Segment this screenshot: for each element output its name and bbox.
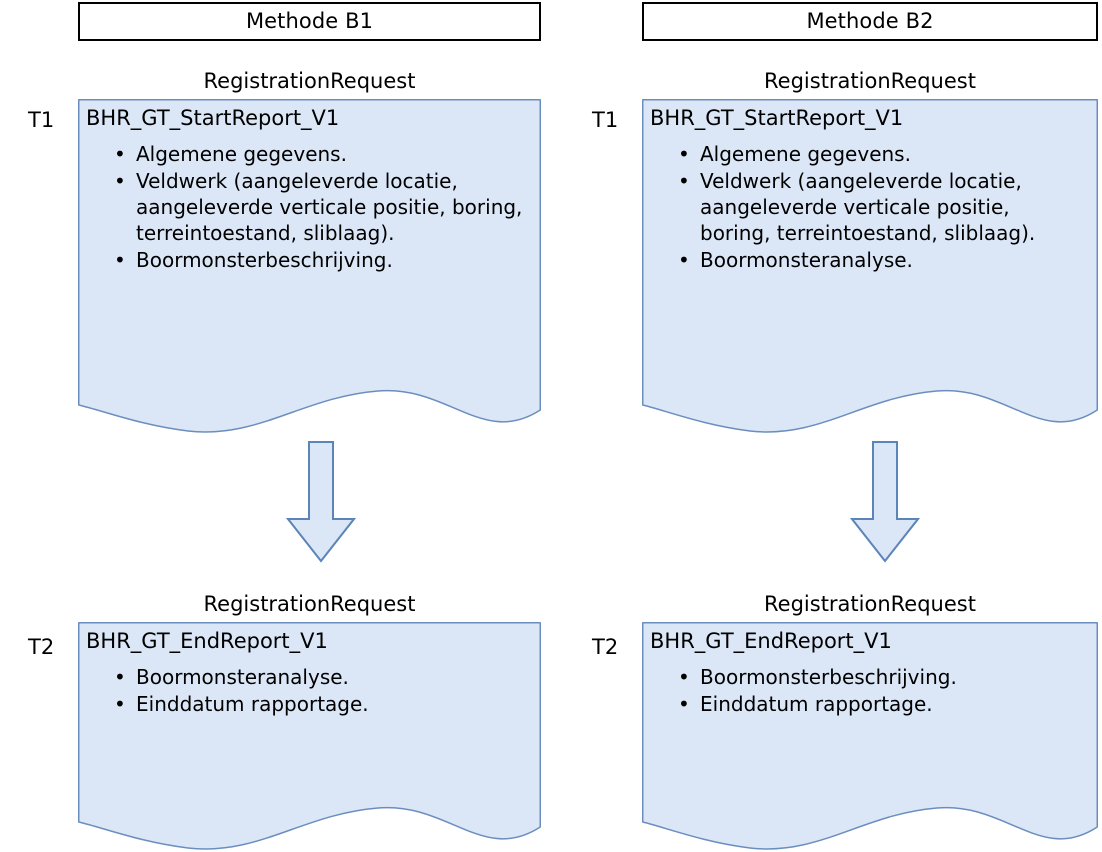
bullet-icon: • xyxy=(678,691,690,716)
list-item-text: Veldwerk (aangeleverde locatie, aangelev… xyxy=(700,168,1036,245)
caption-b1-t1: RegistrationRequest xyxy=(203,69,416,93)
bullet-icon: • xyxy=(678,168,690,193)
document-content: BHR_GT_EndReport_V1 • Boormonsterbeschri… xyxy=(642,622,1098,718)
bullet-list-b1-t2: • Boormonsteranalyse. • Einddatum rappor… xyxy=(78,664,541,717)
time-label-b1-t1: T1 xyxy=(28,108,55,132)
list-item-text: Boormonsteranalyse. xyxy=(700,247,913,272)
list-item-text: Einddatum rapportage. xyxy=(700,691,933,716)
document-content: BHR_GT_StartReport_V1 • Algemene gegeven… xyxy=(642,99,1098,274)
method-header-b1: Methode B1 xyxy=(78,2,541,41)
document-shape-outline xyxy=(78,622,541,850)
caption-b2-t1: RegistrationRequest xyxy=(764,69,976,93)
document-shape-b1-t1: BHR_GT_StartReport_V1 • Algemene gegeven… xyxy=(78,99,541,433)
bullet-icon: • xyxy=(678,664,690,689)
list-item: • Boormonsteranalyse. xyxy=(114,664,527,690)
list-item: • Veldwerk (aangeleverde locatie, aangel… xyxy=(678,168,1084,246)
time-label-b2-t1: T1 xyxy=(592,108,619,132)
bullet-icon: • xyxy=(114,691,126,716)
document-title-b2-t1: BHR_GT_StartReport_V1 xyxy=(650,106,904,130)
document-title-b1-t1: BHR_GT_StartReport_V1 xyxy=(86,106,340,130)
document-shape-b1-t2: BHR_GT_EndReport_V1 • Boormonsteranalyse… xyxy=(78,622,541,852)
time-label-b1-t2: T2 xyxy=(28,635,55,659)
document-title-b2-t2: BHR_GT_EndReport_V1 xyxy=(650,629,892,653)
bullet-icon: • xyxy=(114,247,126,272)
list-item: • Einddatum rapportage. xyxy=(678,691,1084,717)
document-shape-outline xyxy=(642,99,1098,433)
flow-arrow-b1-t1-to-t2 xyxy=(286,441,356,563)
document-shape-b2-t1: BHR_GT_StartReport_V1 • Algemene gegeven… xyxy=(642,99,1098,433)
bullet-icon: • xyxy=(678,141,690,166)
bullet-icon: • xyxy=(114,664,126,689)
list-item-text: Algemene gegevens. xyxy=(700,141,911,166)
list-item-text: Algemene gegevens. xyxy=(136,141,347,166)
method-header-b1-label: Methode B1 xyxy=(245,9,374,33)
list-item: • Algemene gegevens. xyxy=(678,141,1084,167)
caption-b2-t2: RegistrationRequest xyxy=(764,592,976,616)
list-item-text: Boormonsteranalyse. xyxy=(136,664,349,689)
bullet-list-b2-t2: • Boormonsterbeschrijving. • Einddatum r… xyxy=(642,664,1098,717)
bullet-icon: • xyxy=(678,247,690,272)
bullet-list-b1-t1: • Algemene gegevens. • Veldwerk (aangele… xyxy=(78,141,541,273)
list-item-text: Veldwerk (aangeleverde locatie, aangelev… xyxy=(136,168,523,245)
bullet-icon: • xyxy=(114,141,126,166)
list-item-text: Einddatum rapportage. xyxy=(136,691,369,716)
list-item: • Boormonsteranalyse. xyxy=(678,247,1084,273)
document-title-b1-t2: BHR_GT_EndReport_V1 xyxy=(86,629,328,653)
bullet-list-b2-t1: • Algemene gegevens. • Veldwerk (aangele… xyxy=(642,141,1098,273)
time-label-b2-t2: T2 xyxy=(592,635,619,659)
flow-arrow-b2-t1-to-t2 xyxy=(850,441,920,563)
document-content: BHR_GT_StartReport_V1 • Algemene gegeven… xyxy=(78,99,541,274)
list-item-text: Boormonsterbeschrijving. xyxy=(136,247,393,272)
method-header-b2: Methode B2 xyxy=(642,2,1098,41)
list-item: • Boormonsterbeschrijving. xyxy=(678,664,1084,690)
list-item: • Boormonsterbeschrijving. xyxy=(114,247,527,273)
arrow-down-icon xyxy=(286,441,356,563)
document-shape-outline xyxy=(78,99,541,433)
arrow-down-icon xyxy=(850,441,920,563)
document-shape-b2-t2: BHR_GT_EndReport_V1 • Boormonsterbeschri… xyxy=(642,622,1098,852)
bullet-icon: • xyxy=(114,168,126,193)
document-content: BHR_GT_EndReport_V1 • Boormonsteranalyse… xyxy=(78,622,541,718)
method-header-b2-label: Methode B2 xyxy=(806,9,934,33)
document-shape-outline xyxy=(642,622,1098,850)
caption-b1-t2: RegistrationRequest xyxy=(203,592,416,616)
list-item: • Einddatum rapportage. xyxy=(114,691,527,717)
list-item: • Algemene gegevens. xyxy=(114,141,527,167)
list-item-text: Boormonsterbeschrijving. xyxy=(700,664,957,689)
list-item: • Veldwerk (aangeleverde locatie, aangel… xyxy=(114,168,527,246)
